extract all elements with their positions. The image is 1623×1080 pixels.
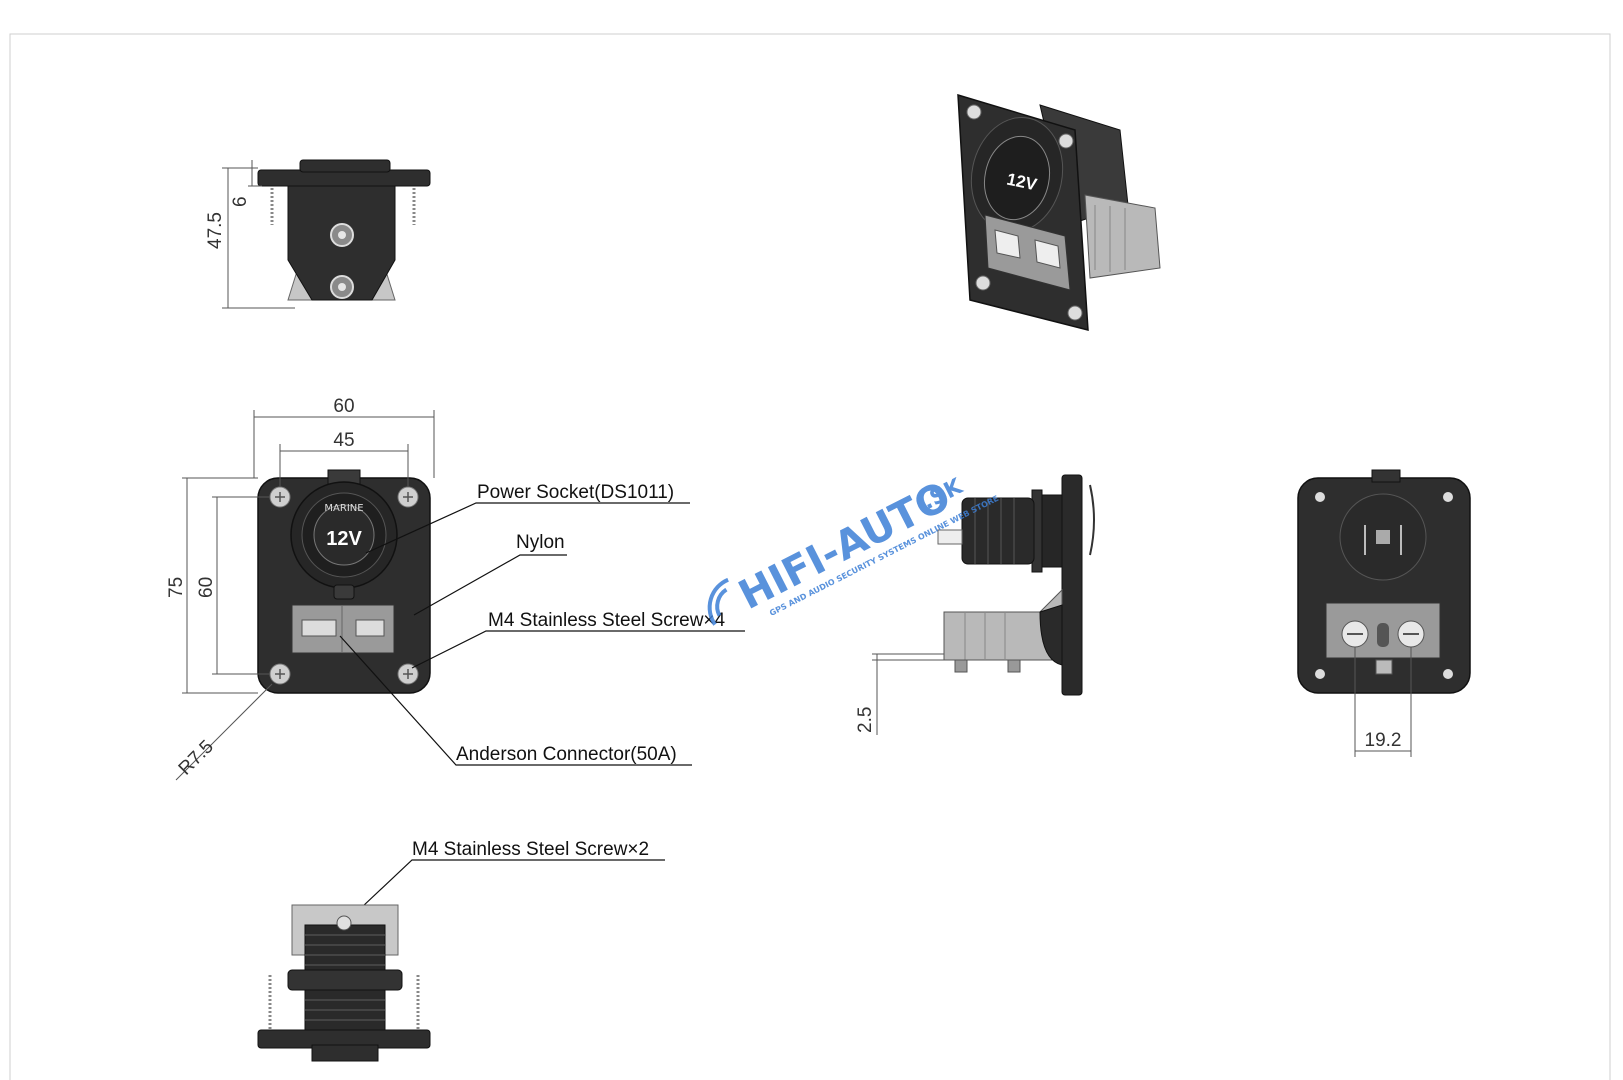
socket-voltage: 12V — [326, 528, 362, 550]
screw-icon — [966, 104, 982, 120]
screw-icon — [397, 663, 419, 685]
callouts: Power Socket(DS1011) Nylon M4 Stainless … — [339, 482, 745, 924]
back-view: 19.2 — [1297, 469, 1471, 757]
callout-anderson: Anderson Connector(50A) — [456, 744, 677, 765]
screw-icon — [1315, 492, 1325, 502]
dim-corner-radius: R7.5 — [175, 736, 218, 779]
socket-brand: MARINE — [324, 503, 363, 514]
dim-top-flange: 6 — [230, 196, 251, 207]
screw-icon — [269, 663, 291, 685]
screw-icon — [1315, 669, 1325, 679]
isometric-view: 12V — [957, 93, 1161, 331]
side-view: 2.5 — [855, 474, 1095, 735]
front-view: MARINE 12V 60 45 75 60 R7.5 — [166, 396, 435, 781]
dim-front-width-outer: 60 — [333, 396, 354, 417]
power-socket: MARINE 12V — [290, 469, 398, 600]
dim-side-offset: 2.5 — [855, 707, 876, 733]
terminal-icon — [1397, 620, 1425, 648]
drawing-frame — [9, 33, 1611, 1080]
screw-icon — [1067, 305, 1083, 321]
dim-front-width-inner: 45 — [333, 430, 354, 451]
dim-front-height-outer: 75 — [166, 577, 187, 598]
screw-icon — [1443, 492, 1453, 502]
top-view: 47.5 6 — [205, 159, 431, 309]
dim-front-height-inner: 60 — [196, 577, 217, 598]
callout-screw-2: M4 Stainless Steel Screw×2 — [412, 839, 649, 860]
bottom-view — [257, 904, 431, 1062]
dim-back-pin-spacing: 19.2 — [1365, 730, 1402, 751]
signal-icon — [707, 577, 729, 626]
terminal-icon — [1341, 620, 1369, 648]
screw-icon — [975, 275, 991, 291]
callout-nylon: Nylon — [516, 532, 565, 553]
anderson-connector — [291, 604, 395, 654]
callout-power-socket: Power Socket(DS1011) — [477, 482, 674, 503]
dim-top-height: 47.5 — [205, 212, 226, 249]
screw-icon — [1443, 669, 1453, 679]
screw-icon — [1058, 133, 1074, 149]
callout-screw-4: M4 Stainless Steel Screw×4 — [488, 610, 726, 631]
screw-icon — [269, 486, 291, 508]
screw-icon — [397, 486, 419, 508]
